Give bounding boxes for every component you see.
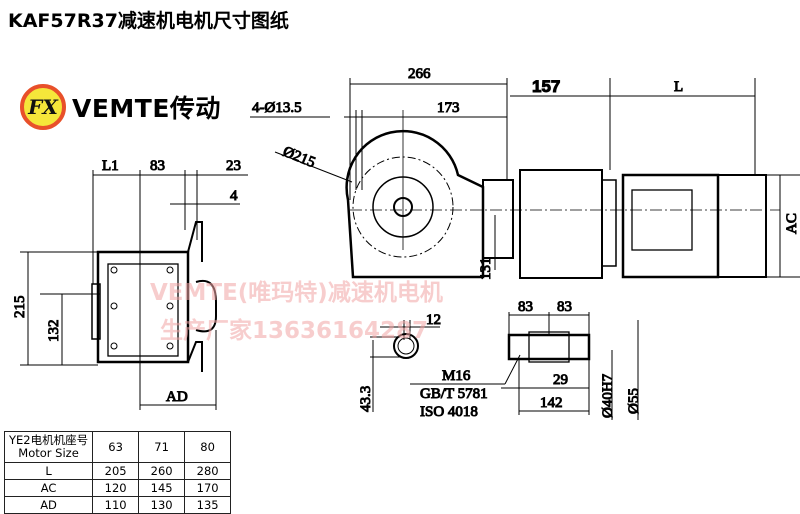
header-label-cn: YE2电机机座号 [9,433,89,447]
dim-holes: 4-Ø13.5 [252,100,302,116]
front-view [250,78,800,279]
table-row: L 205 260 280 [3,462,232,480]
dim-d40: Ø40H7 [600,373,616,418]
dim-157: 157 [532,77,560,96]
watermark-line1: VEMTE(唯玛特)减速机电机 [150,279,443,306]
dim-142: 142 [540,395,563,411]
dim-AD: AD [166,389,188,405]
dim-29: 29 [553,372,568,388]
cell: 145 [138,479,186,497]
shaft-detail [370,312,639,420]
header-col: 63 [92,431,140,463]
thread-standard: GB/T 5781 [420,386,488,402]
dim-83-b: 83 [518,299,533,315]
dim-83: 83 [150,158,165,174]
dim-L: L [674,79,683,95]
table-row: AC 120 145 170 [3,479,232,497]
dim-266: 266 [408,66,431,82]
cell: 130 [138,496,186,514]
header-col: 71 [138,431,186,463]
dim-d215: Ø215 [281,144,318,171]
row-label: AD [3,496,94,514]
dim-AC: AC [784,213,800,234]
cell: 120 [92,479,140,497]
dim-83-c: 83 [557,299,572,315]
dim-131: 131 [478,258,494,281]
brand-logo: FX VEMTE传动 [20,84,221,130]
cell: 135 [184,496,232,514]
dim-132: 132 [46,320,62,343]
page-title: KAF57R37减速机电机尺寸图纸 [8,10,289,32]
cell: 260 [138,462,186,480]
row-label: AC [3,479,94,497]
cell: 110 [92,496,140,514]
thread-iso: ISO 4018 [420,404,478,420]
side-view [20,170,248,410]
cell: 205 [92,462,140,480]
thread-m16: M16 [442,368,471,384]
dim-173: 173 [437,100,460,116]
dim-d55: Ø55 [626,388,642,414]
dim-12: 12 [426,312,441,328]
cell: 170 [184,479,232,497]
cell: 280 [184,462,232,480]
logo-mark-icon: FX [20,84,66,130]
dim-215: 215 [12,296,28,319]
row-label: L [3,462,94,480]
header-col: 80 [184,431,232,463]
dim-L1: L1 [102,158,119,174]
dim-4: 4 [230,188,238,204]
header-label-en: Motor Size [18,446,79,460]
table-row: AD 110 130 135 [3,496,232,514]
logo-text: VEMTE传动 [72,94,221,123]
dim-23: 23 [226,158,241,174]
watermark-line2: 生产厂家13636164287 [160,317,428,344]
dim-43-3: 43.3 [358,386,374,412]
